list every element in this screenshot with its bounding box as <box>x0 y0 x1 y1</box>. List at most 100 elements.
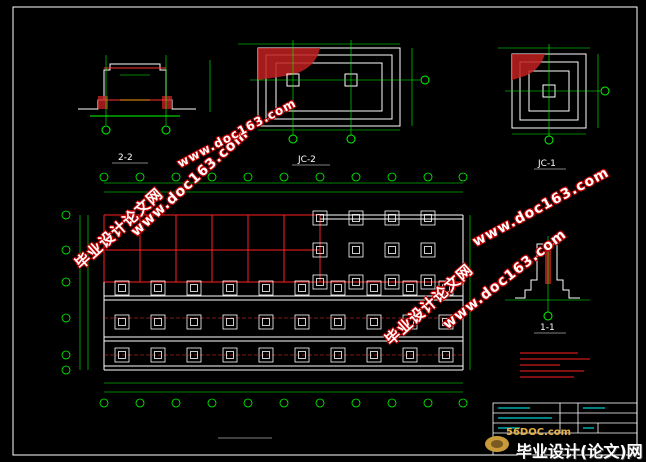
column-stub <box>424 278 432 286</box>
footing-outline <box>222 280 238 296</box>
footing-outline <box>114 280 130 296</box>
footing-outline <box>114 347 130 363</box>
footing-outline <box>402 347 418 363</box>
grid-bubble <box>423 398 433 408</box>
column-stub <box>442 318 450 326</box>
footing-outline <box>150 347 166 363</box>
logo-brand: 56DOC.com <box>506 427 572 438</box>
footing-outline <box>366 347 382 363</box>
footing-outline <box>312 242 328 258</box>
jc-2-label: JC-2 <box>297 155 316 165</box>
footing-outline <box>330 314 346 330</box>
column-stub <box>388 246 396 254</box>
grid-bubble <box>243 398 253 408</box>
hat-logo-icon <box>485 436 509 452</box>
footing-outline <box>402 314 418 330</box>
column-stub <box>226 318 234 326</box>
column-stub <box>388 214 396 222</box>
footing-outline <box>186 280 202 296</box>
site-logo: 56DOC.com 毕业设计(论文)网 <box>478 424 643 461</box>
column-stub <box>118 284 126 292</box>
footing-outline <box>366 314 382 330</box>
column-stub <box>406 318 414 326</box>
column-stub <box>334 284 342 292</box>
column-stub <box>154 351 162 359</box>
column-stub <box>118 351 126 359</box>
grid-bubble <box>61 210 71 220</box>
column-stub <box>262 351 270 359</box>
grid-bubble <box>61 245 71 255</box>
column-stub <box>352 278 360 286</box>
footing-outline <box>348 274 364 290</box>
grid-bubble <box>61 365 71 375</box>
footing-outline <box>222 347 238 363</box>
column-stub <box>298 318 306 326</box>
section-2-2-label: 2-2 <box>118 153 133 163</box>
grid-bubble <box>315 172 325 182</box>
grid-bubble <box>61 350 71 360</box>
grid-bubble <box>351 398 361 408</box>
grid-bubble <box>279 398 289 408</box>
grid-bubble <box>423 172 433 182</box>
column-stub <box>316 278 324 286</box>
grid-bubble <box>279 172 289 182</box>
column-stub <box>388 278 396 286</box>
grid-bubble <box>171 398 181 408</box>
column-stub <box>316 246 324 254</box>
column-stub <box>370 284 378 292</box>
column-stub <box>190 284 198 292</box>
column-stub <box>298 284 306 292</box>
column-stub <box>262 318 270 326</box>
grid-bubble <box>207 398 217 408</box>
grid-bubble <box>458 398 468 408</box>
footing-outline <box>150 280 166 296</box>
column-stub <box>226 351 234 359</box>
footing-outline <box>384 242 400 258</box>
column-stub <box>352 246 360 254</box>
grid-bubble <box>171 172 181 182</box>
column-stub <box>406 351 414 359</box>
foundation-plan <box>61 172 471 408</box>
column-stub <box>424 246 432 254</box>
column-stub <box>154 284 162 292</box>
footing-outline <box>114 314 130 330</box>
section-1-1-label: 1-1 <box>540 323 555 333</box>
jc-2-footing-plan <box>238 40 430 144</box>
column-stub <box>190 351 198 359</box>
grid-bubble <box>61 313 71 323</box>
grid-bubble <box>315 398 325 408</box>
footing-outline <box>312 274 328 290</box>
column-stub <box>370 351 378 359</box>
footing-outline <box>294 280 310 296</box>
column-stub <box>370 318 378 326</box>
column-stub <box>262 284 270 292</box>
footing-outline <box>384 210 400 226</box>
grid-bubble <box>99 172 109 182</box>
grid-bubble <box>61 277 71 287</box>
grid-bubble <box>351 172 361 182</box>
grid-bubble <box>243 172 253 182</box>
column-stub <box>334 318 342 326</box>
grid-bubble <box>135 172 145 182</box>
footing-outline <box>294 347 310 363</box>
footing-outline <box>330 347 346 363</box>
column-stub <box>298 351 306 359</box>
column-stub <box>154 318 162 326</box>
footing-outline <box>258 280 274 296</box>
grid-bubble <box>387 398 397 408</box>
jc-1-label: JC-1 <box>537 159 556 169</box>
footing-outline <box>438 280 454 296</box>
column-stub <box>424 214 432 222</box>
footing-outline <box>438 314 454 330</box>
section-2-2-detail <box>78 55 211 135</box>
footing-outline <box>348 210 364 226</box>
column-stub <box>190 318 198 326</box>
grid-bubble <box>387 172 397 182</box>
footing-outline <box>222 314 238 330</box>
column-stub <box>334 351 342 359</box>
column-footings <box>114 210 454 363</box>
footing-outline <box>402 280 418 296</box>
footing-outline <box>150 314 166 330</box>
footing-outline <box>258 347 274 363</box>
